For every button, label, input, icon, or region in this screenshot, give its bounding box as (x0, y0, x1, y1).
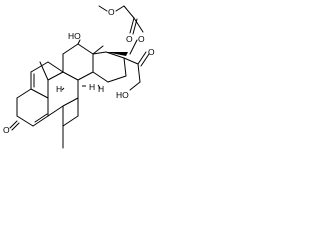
hydroxy-11-label: HO (68, 31, 81, 41)
h14-label: H (98, 84, 104, 94)
ring-b (47, 71, 79, 127)
ring-c (62, 43, 94, 81)
steroid-structure-diagram: O O O O HO (3, 5, 155, 149)
methoxy-oxygen-label: O (108, 7, 115, 17)
h8-label: H (89, 82, 95, 92)
ring-a (16, 61, 64, 127)
methyl-13-bond (92, 45, 104, 55)
h9-label: H (56, 84, 62, 94)
ester-carbonyl-oxygen-label: O (126, 34, 133, 44)
ketone-3-double-bond (9, 120, 18, 129)
ketone-20-oxygen-label: O (148, 47, 155, 57)
c17-ester-wedge (106, 52, 128, 56)
methyl-10-bond (39, 61, 49, 81)
hydroxyacetyl-chain (123, 51, 150, 91)
hydroxy-21-label: HO (116, 90, 129, 100)
methoxyacetate-chain (98, 5, 144, 55)
ester-oxygen-label: O (138, 34, 145, 44)
ketone-3-oxygen-label: O (3, 125, 10, 135)
ring-d (92, 51, 127, 83)
